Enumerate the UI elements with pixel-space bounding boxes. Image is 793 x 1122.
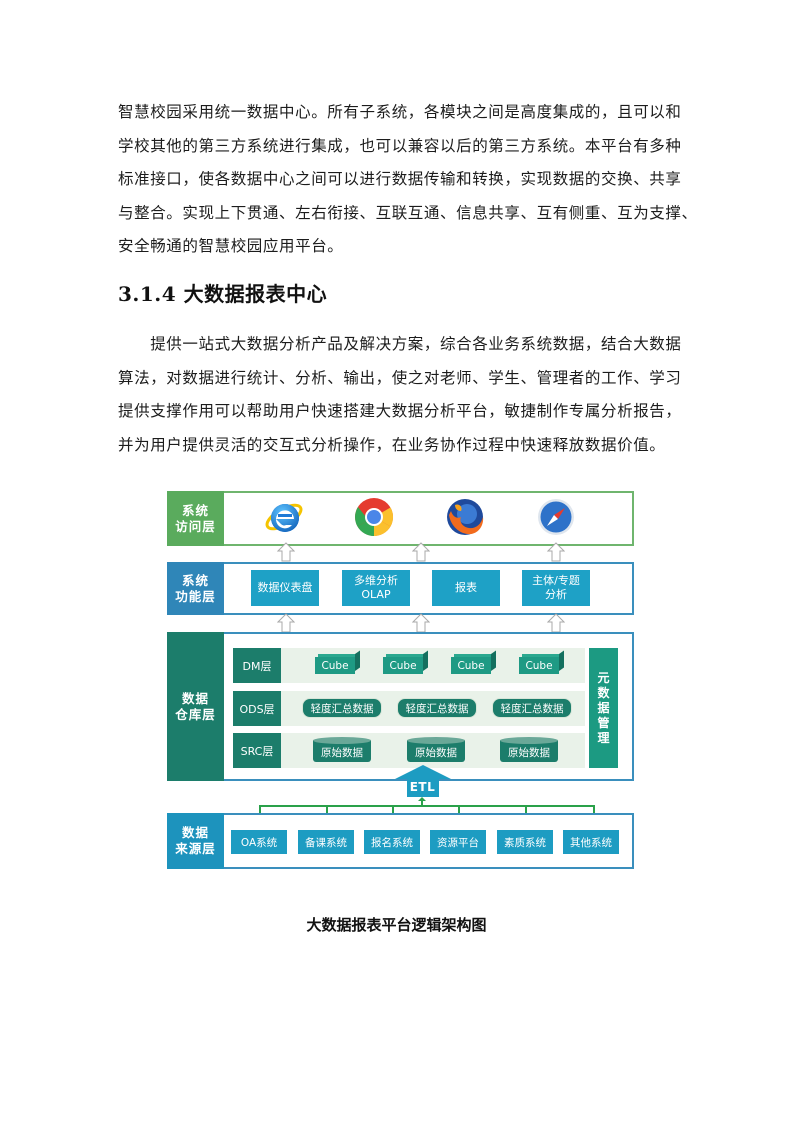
- etl-label: ETL: [409, 780, 436, 794]
- ods-row: ODS层 轻度汇总数据 轻度汇总数据 轻度汇总数据: [233, 691, 585, 726]
- cube-item: Cube: [315, 654, 360, 674]
- meta-char: 管: [597, 715, 610, 730]
- etl-arrow-icon: [395, 765, 451, 797]
- label-line: 系统: [181, 502, 209, 518]
- cube-item: Cube: [519, 654, 564, 674]
- function-label: 报表: [455, 581, 477, 594]
- label-line: 功能层: [175, 588, 216, 604]
- summary-data-item: 轻度汇总数据: [492, 698, 572, 718]
- meta-char: 据: [597, 700, 610, 715]
- function-label: 分析: [545, 588, 567, 601]
- small-up-arrow-icon: [418, 797, 426, 806]
- label-line: 数据: [181, 825, 209, 840]
- function-label: 数据仪表盘: [257, 581, 313, 594]
- label-line: 来源层: [175, 841, 216, 856]
- summary-data-item: 轻度汇总数据: [397, 698, 477, 718]
- raw-data-item: 原始数据: [313, 737, 371, 762]
- meta-char: 数: [597, 685, 610, 700]
- safari-icon: [538, 499, 574, 535]
- figure-caption: 大数据报表平台逻辑架构图: [306, 916, 487, 934]
- paragraph-line: 安全畅通的智慧校园应用平台。: [118, 237, 344, 255]
- access-layer-label: 系统 访问层: [167, 491, 224, 546]
- paragraph-line: 提供一站式大数据分析产品及解决方案，综合各业务系统数据，结合大数据: [118, 335, 682, 353]
- cube-item: Cube: [451, 654, 496, 674]
- up-arrow-icon: [412, 542, 430, 562]
- source-resource-platform: 资源平台: [430, 830, 486, 854]
- up-arrow-icon: [277, 613, 295, 633]
- cube-item: Cube: [383, 654, 428, 674]
- function-label: OLAP: [361, 588, 391, 601]
- source-lesson-prep: 备课系统: [298, 830, 354, 854]
- meta-char: 理: [597, 730, 610, 745]
- label-line: 访问层: [175, 518, 216, 534]
- source-other: 其他系统: [563, 830, 619, 854]
- metadata-management-bar: 元 数 据 管 理: [589, 648, 618, 768]
- paragraph-line: 并为用户提供灵活的交互式分析操作，在业务协作过程中快速释放数据价值。: [118, 435, 666, 454]
- src-label: SRC层: [233, 733, 281, 768]
- connector-line: [259, 805, 594, 807]
- source-layer-label: 数据 来源层: [167, 813, 224, 869]
- paragraph-line: 算法，对数据进行统计、分析、输出，使之对老师、学生、管理者的工作、学习: [118, 368, 682, 387]
- ods-label: ODS层: [233, 691, 281, 726]
- section-heading: 3.1.4 大数据报表中心: [118, 282, 328, 306]
- src-row: SRC层 原始数据 原始数据 原始数据: [233, 733, 585, 768]
- label-line: 系统: [181, 572, 209, 588]
- internet-explorer-icon: [265, 503, 303, 532]
- dm-label: DM层: [233, 648, 281, 683]
- function-layer-label: 系统 功能层: [167, 562, 224, 615]
- summary-data-item: 轻度汇总数据: [302, 698, 382, 718]
- label-line: 仓库层: [175, 706, 216, 722]
- raw-data-item: 原始数据: [500, 737, 558, 762]
- function-label: 多维分析: [354, 574, 398, 587]
- up-arrow-icon: [547, 542, 565, 562]
- function-label: 主体/专题: [532, 574, 580, 587]
- meta-char: 元: [597, 670, 610, 685]
- raw-data-item: 原始数据: [407, 737, 465, 762]
- function-report: 报表: [432, 570, 500, 606]
- up-arrow-icon: [547, 613, 565, 633]
- paragraph-line: 智慧校园采用统一数据中心。所有子系统，各模块之间是高度集成的，且可以和: [118, 103, 682, 121]
- source-enrollment: 报名系统: [364, 830, 420, 854]
- warehouse-layer-label: 数据 仓库层: [167, 632, 224, 781]
- intro-paragraph: 智慧校园采用统一数据中心。所有子系统，各模块之间是高度集成的，且可以和 学校其他…: [118, 96, 698, 264]
- up-arrow-icon: [277, 542, 295, 562]
- function-dashboard: 数据仪表盘: [251, 570, 319, 606]
- source-quality: 素质系统: [497, 830, 553, 854]
- dm-row: DM层 Cube Cube Cube Cube: [233, 648, 585, 683]
- label-line: 数据: [181, 690, 209, 706]
- paragraph-line: 提供支撑作用可以帮助用户快速搭建大数据分析平台，敏捷制作专属分析报告，: [118, 402, 682, 420]
- up-arrow-icon: [412, 613, 430, 633]
- chrome-icon: [355, 498, 394, 537]
- section-paragraph: 提供一站式大数据分析产品及解决方案，综合各业务系统数据，结合大数据 算法，对数据…: [118, 328, 682, 462]
- paragraph-line: 学校其他的第三方系统进行集成，也可以兼容以后的第三方系统。本平台有多种: [118, 136, 682, 155]
- paragraph-line: 与整合。实现上下贯通、左右衔接、互联互通、信息共享、互有侧重、互为支撑、: [118, 203, 698, 222]
- firefox-icon: [447, 499, 484, 535]
- function-topic-analysis: 主体/专题分析: [522, 570, 590, 606]
- source-oa: OA系统: [231, 830, 287, 854]
- paragraph-line: 标准接口，使各数据中心之间可以进行数据传输和转换，实现数据的交换、共享: [118, 170, 682, 188]
